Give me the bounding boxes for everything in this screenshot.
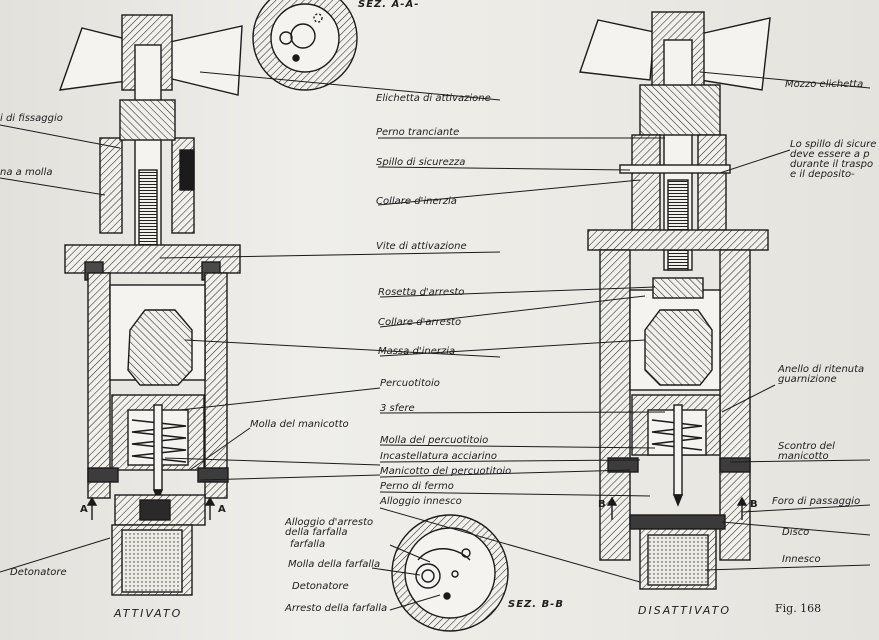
caption-disattivato: DISATTIVATO (638, 604, 731, 617)
section-a-view (252, 0, 358, 91)
caption-section-a: SEZ. A-A- (358, 0, 420, 10)
label-vite-attivazione: Vite di attivazione (376, 241, 467, 252)
label-molla-farfalla: Molla della farfalla (288, 559, 381, 570)
label-mozzo-elichetta: Mozzo elichetta (785, 79, 864, 90)
label-alloggio-innesco: Alloggio innesco (380, 496, 462, 507)
label-percuotitoio: Percuotitoio (380, 378, 440, 389)
label-detonatore-section: Detonatore (292, 581, 349, 592)
right-fuse (579, 11, 771, 590)
label-perno-fermo: Perno di fermo (380, 481, 454, 492)
label-scontro-manicotto: Scontro del manicotto (778, 441, 835, 462)
label-elichetta-attivazione: Elichetta di attivazione (376, 93, 491, 104)
label-molla-percuotitoio: Molla del percuotitoio (380, 435, 489, 446)
label-3-sfere: 3 sfere (380, 403, 415, 414)
section-marker-a-left: A (80, 504, 88, 515)
label-alloggio-arresto-farfalla: Alloggio d'arresto della farfalla (285, 517, 374, 538)
label-spillo-note: Lo spillo di sicure deve essere a p dura… (790, 139, 877, 180)
label-molla-manicotto: Molla del manicotto (250, 419, 349, 430)
leader-lines (0, 71, 871, 611)
label-manicotto-percuotitoio: Manicotto del percuotitoio (380, 466, 512, 477)
label-disco: Disco (782, 527, 810, 538)
caption-section-b: SEZ. B-B (508, 599, 564, 610)
label-rosetta-arresto: Rosetta d'arresto (378, 287, 465, 298)
section-marker-b-right: B (750, 499, 758, 510)
caption-attivato: ATTIVATO (114, 607, 183, 620)
label-collare-inerzia: Collare d'inerzia (376, 196, 457, 207)
label-innesco: Innesco (782, 554, 821, 565)
label-foro-passaggio: Foro di passaggio (772, 496, 861, 507)
label-massa-inerzia: Massa d'inerzia (378, 346, 456, 357)
label-collare-arresto: Collare d'arresto (378, 317, 462, 328)
label-spillo-sicurezza: Spillo di sicurezza (376, 157, 466, 168)
label-anello-ritenuta: Anello di ritenuta guarnizione (778, 364, 865, 385)
section-b-view (391, 514, 509, 632)
label-incastellatura-acciarino: Incastellatura acciarino (380, 451, 497, 462)
label-fissaggio-partial: i di fissaggio (0, 113, 63, 124)
label-farfalla: farfalla (290, 539, 326, 550)
label-detonatore-left: Detonatore (10, 567, 67, 578)
left-fuse (58, 14, 243, 596)
label-perno-tranciante: Perno tranciante (376, 127, 460, 138)
section-marker-a-right: A (218, 504, 226, 515)
label-arresto-farfalla: Arresto della farfalla (285, 603, 388, 614)
label-molla-partial: na a molla (0, 167, 53, 178)
figure-number: Fig. 168 (775, 602, 822, 615)
section-marker-b-left: B (598, 499, 606, 510)
